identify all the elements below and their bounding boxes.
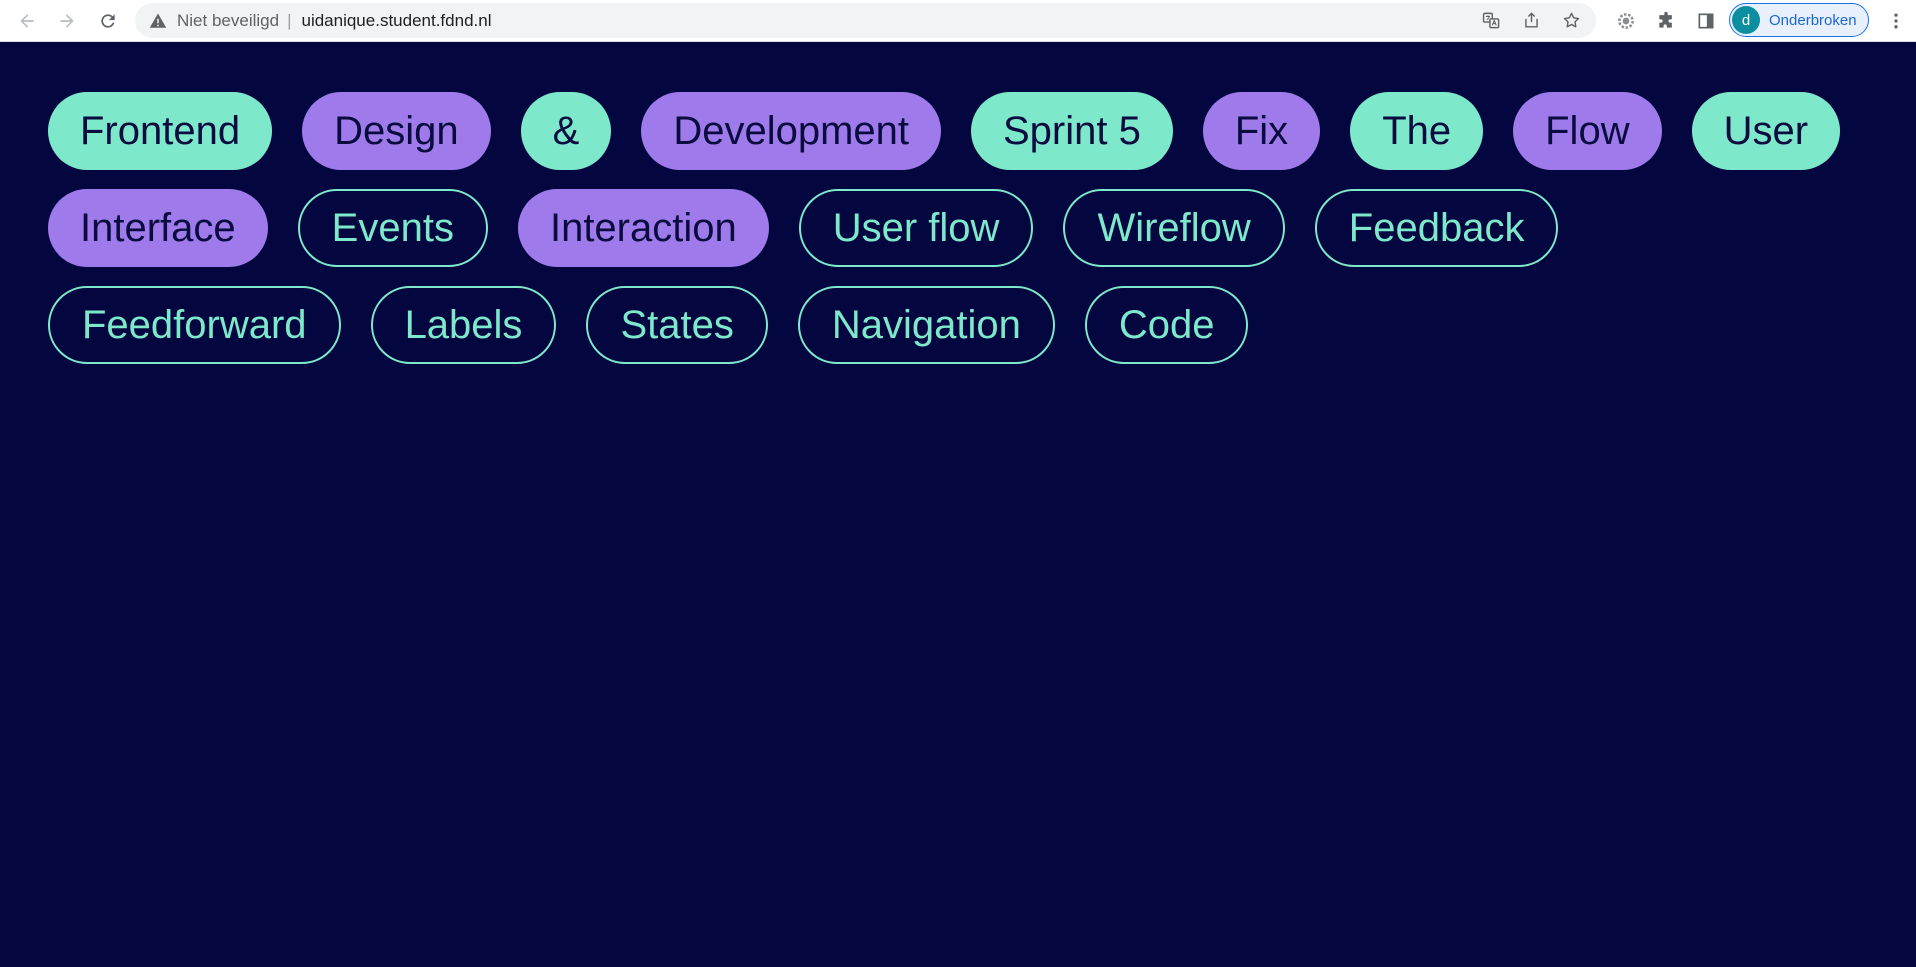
tag-pill: User (1691, 92, 1841, 170)
url-separator: | (287, 10, 292, 30)
tag-pill: Navigation (797, 286, 1055, 364)
tag-pill: Feedback (1314, 189, 1559, 267)
tag-pill: The (1350, 92, 1484, 170)
url-text[interactable]: uidanique.student.fdnd.nl (301, 10, 492, 30)
security-status-label[interactable]: Niet beveiligd (177, 10, 280, 30)
back-button[interactable] (7, 1, 47, 41)
browser-toolbar: Niet beveiligd | uidanique.student.fdnd.… (0, 0, 1916, 42)
tag-pill: Flow (1513, 92, 1662, 170)
profile-status-label: Onderbroken (1769, 11, 1857, 29)
address-bar[interactable]: Niet beveiligd | uidanique.student.fdnd.… (135, 3, 1596, 38)
share-icon[interactable] (1514, 4, 1548, 38)
puzzle-extensions-icon[interactable] (1646, 1, 1686, 41)
tag-pill: States (586, 286, 768, 364)
tag-pill: Interaction (517, 189, 769, 267)
tag-pill: Sprint 5 (971, 92, 1173, 170)
toolbar-extensions (1606, 0, 1726, 42)
tag-pill: Events (297, 189, 488, 267)
tag-cloud: Frontend Design&Development Sprint 5 Fix The… (48, 92, 1848, 364)
tag-pill: Frontend (48, 92, 273, 170)
tag-pill: Fix (1202, 92, 1321, 170)
address-bar-actions (1474, 3, 1588, 38)
profile-avatar: d (1732, 6, 1760, 34)
warning-triangle-icon (149, 12, 167, 30)
tag-pill: User flow (798, 189, 1034, 267)
browser-menu-button[interactable] (1876, 0, 1916, 42)
forward-button[interactable] (47, 1, 87, 41)
tag-pill: Wireflow (1063, 189, 1285, 267)
side-panel-icon[interactable] (1686, 1, 1726, 41)
tag-pill: Feedforward (48, 286, 341, 364)
tag-pill: Interface (48, 189, 268, 267)
tag-pill: Design (302, 92, 491, 170)
extension-gear-icon[interactable] (1606, 1, 1646, 41)
reload-button[interactable] (88, 1, 128, 41)
reload-icon (101, 14, 115, 28)
tag-pill: Code (1084, 286, 1249, 364)
kebab-menu-icon (1894, 13, 1898, 29)
profile-button[interactable]: d Onderbroken (1729, 3, 1869, 37)
translate-icon[interactable] (1474, 4, 1508, 38)
tag-pill: & (520, 92, 612, 170)
forward-arrow-icon (60, 14, 74, 28)
back-arrow-icon (20, 14, 34, 28)
bookmark-star-icon[interactable] (1554, 4, 1588, 38)
tag-pill: Labels (370, 286, 557, 364)
tag-pill: Development (641, 92, 941, 170)
